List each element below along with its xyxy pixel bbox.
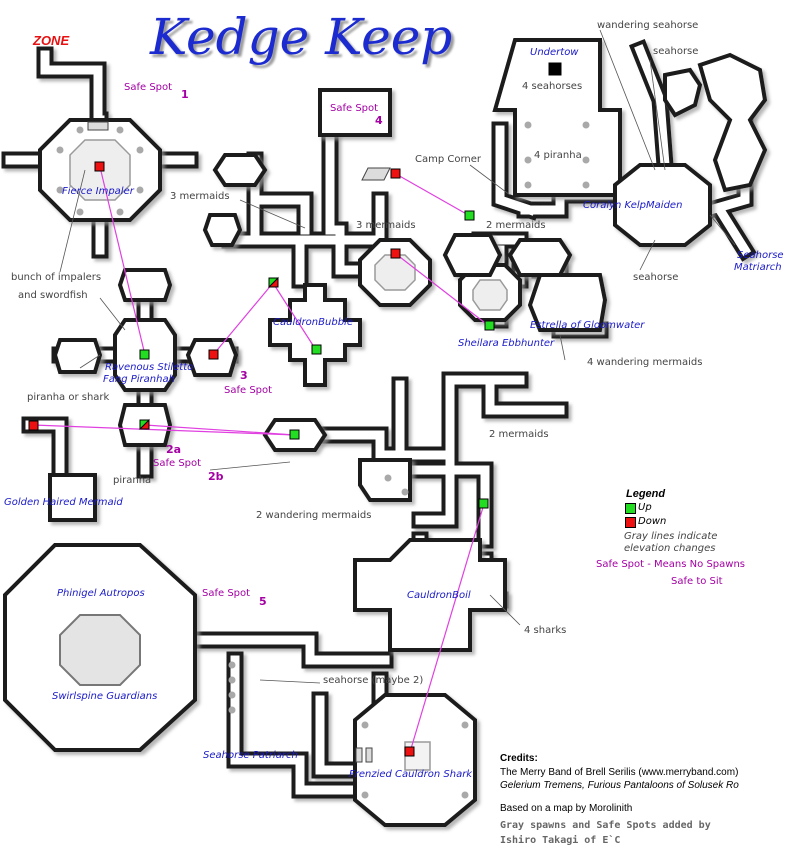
mermaid-room-nw [212,153,268,187]
safe-spot-2b-number: 2b [208,470,224,483]
legend-title: Legend [626,488,666,500]
safe-spot-5-label: Safe Spot [202,588,251,599]
connector-lines [32,166,490,753]
mob-golden: Golden Haired Mermaid [4,497,123,508]
up-marker [139,349,150,360]
mermaid-room-e [442,233,503,277]
credits-line-4: Gray spawns and Safe Spots added by [500,820,711,831]
credits-line-5: Ishiro Takagi of E`C [500,835,621,846]
note-two-wandering-mermaids: 2 wandering mermaids [256,510,372,521]
credits-line-1: The Merry Band of Brell Serilis (www.mer… [500,767,739,778]
credits-line-2: Gelerium Tremens, Furious Pantaloons of … [500,780,739,791]
estrella-room [527,273,608,332]
down-marker [390,168,401,179]
note-camp-corner: Camp Corner [415,154,482,165]
coralyn-room [613,163,712,247]
legend-safe-1: Safe Spot - Means No Spawns [596,559,745,570]
spawn-dots [56,121,590,799]
safe-spot-3-label: Safe Spot [224,385,273,396]
note-three-mermaids-b: 3 mermaids [356,220,416,231]
mob-seahorse-matriarch-1: Seahorse [737,250,784,261]
legend-safe-2: Safe to Sit [671,576,723,587]
note-piranha: piranha [113,475,152,486]
mermaid-room-e2 [507,238,573,277]
legend-down-label: Down [638,516,667,527]
cauldron-bubble [268,283,362,387]
up-marker [484,320,495,331]
down-marker [208,349,219,360]
safe-spot-1-label: Safe Spot [124,82,173,93]
note-four-sharks: 4 sharks [524,625,567,636]
mob-cauldron-boil: CauldronBoil [407,590,471,601]
note-four-wandering-mermaids: 4 wandering mermaids [587,357,703,368]
undertow-block [548,62,562,76]
golden-room [48,473,97,522]
legend-down-swatch [625,517,636,528]
leader-lines [59,29,736,684]
cauldron-boil [353,538,507,652]
safe-spot-2a-number: 2a [166,443,182,456]
note-two-mermaids-b: 2 mermaids [489,429,549,440]
mob-ravenous: Ravenous Stiletto [105,362,194,373]
safe-spot-4-number: 4 [375,114,383,127]
legend-gray-2: elevation changes [624,543,716,554]
note-three-mermaids-a: 3 mermaids [170,191,230,202]
safe-spot-4-label: Safe Spot [330,103,379,114]
mob-seahorse-patriarch: Seahorse Patriarch [203,750,298,761]
up-marker [289,429,300,440]
markers [28,62,562,757]
note-bunch-2: and swordfish [18,290,88,301]
mob-cauldron-bubble: CauldronBubble [273,317,353,328]
inner-floors [59,139,508,771]
safe-spot-5-number: 5 [259,595,267,608]
safe-spot-1-number: 1 [181,88,189,101]
legend-up-swatch [625,503,636,514]
credits-line-3: Based on a map by Morolinith [500,803,633,814]
seahorse-cave-2 [697,52,768,193]
safe-spot-3-number: 3 [240,369,248,382]
mob-undertow: Undertow [530,47,579,58]
note-wandering-seahorse: wandering seahorse [597,20,699,31]
zone-exit-label[interactable]: ZONE [33,33,70,48]
legend-up-label: Up [638,502,652,513]
mob-frenzied: Frenzied Cauldron Shark [349,769,473,780]
cross-north [117,268,173,302]
safe-spot-4-room [318,88,392,137]
note-seahorse-maybe: seahorse (maybe 2) [323,675,424,686]
mob-estrella: Estrella of Gloomwater [530,320,645,331]
up-marker [311,344,322,355]
corridor-box-n [358,458,412,502]
cross-west [52,338,103,374]
mob-seahorse-matriarch-2: Matriarch [734,262,782,273]
note-piranha-or-shark: piranha or shark [27,392,110,403]
safe-spot-2a-label: Safe Spot [153,458,202,469]
note-four-seahorses: 4 seahorses [522,81,583,92]
note-seahorse-ne: seahorse [653,46,699,57]
down-marker [94,161,105,172]
up-marker [464,210,475,221]
mob-swirlspine: Swirlspine Guardians [52,691,158,702]
note-bunch-1: bunch of impalers [11,272,102,283]
down-marker [28,420,39,431]
note-seahorse-e: seahorse [633,272,679,283]
note-two-mermaids-a: 2 mermaids [486,220,546,231]
mermaid-room-w [202,213,243,247]
map-title: Kedge Keep [150,8,453,66]
seahorse-cave-1 [663,67,703,118]
legend-gray-1: Gray lines indicate [624,531,718,542]
mob-coralyn: Coralyn KelpMaiden [583,200,683,211]
mob-phinigel: Phinigel Autropos [57,588,145,599]
mob-fierce-impaler: Fierce Impaler [62,186,134,197]
down-marker [404,746,415,757]
stairs [87,121,391,763]
note-four-piranha: 4 piranha [534,150,582,161]
credits-heading: Credits: [500,753,538,764]
mob-sheilara: Sheilara Ebbhunter [458,338,555,349]
down-marker [390,248,401,259]
up-marker [478,498,489,509]
mob-fang: Fang Piranhah [103,374,175,385]
